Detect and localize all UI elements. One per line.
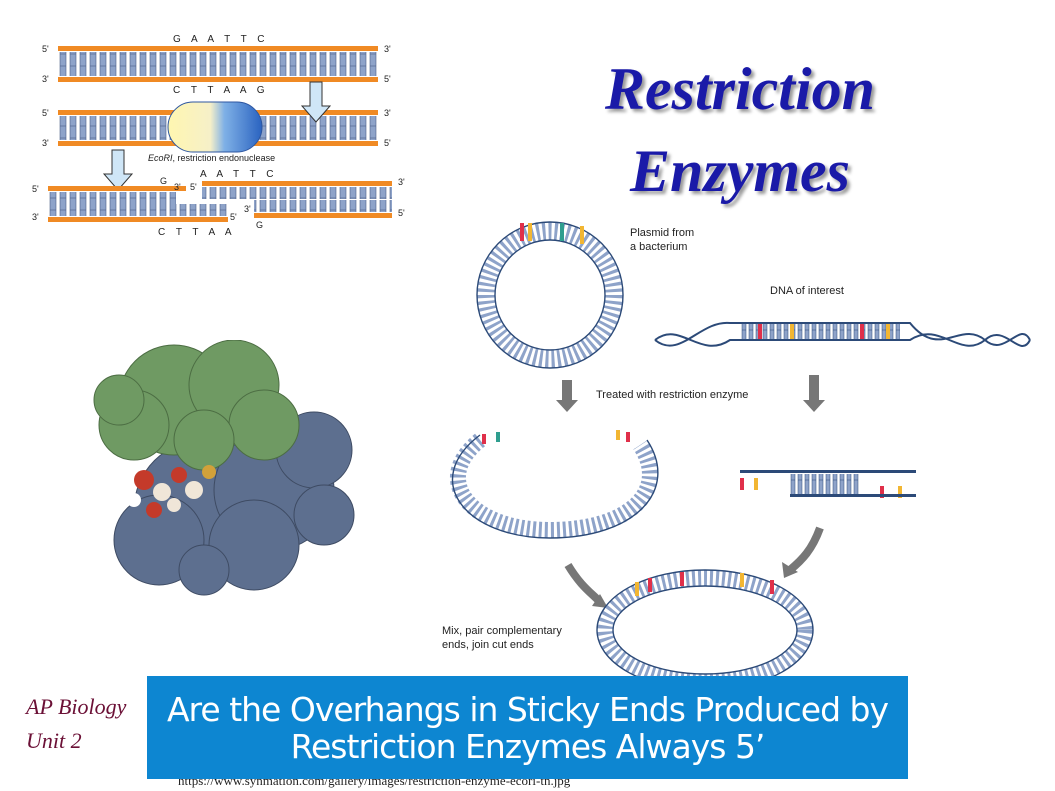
end-label: 3' xyxy=(174,182,181,192)
dna-strand xyxy=(58,46,378,51)
recombinant-plasmid-outline xyxy=(596,569,814,680)
end-label: 5' xyxy=(42,44,49,54)
end-label: 5' xyxy=(42,108,49,118)
restriction-site-mark xyxy=(528,223,532,241)
plasmid-outline xyxy=(494,239,606,351)
end-label: 5' xyxy=(190,182,197,192)
end-label: 3' xyxy=(384,108,391,118)
restriction-site-mark xyxy=(520,223,524,241)
dna-strand xyxy=(48,186,186,191)
insert-strand xyxy=(740,470,916,473)
bottom-sequence: C T T A A G xyxy=(173,85,269,96)
plasmid-outline xyxy=(476,221,624,369)
plasmid-label-line-1: Plasmid from xyxy=(630,227,694,239)
ecori-cut-diagram: G A A T T C 5' 3' 3' 5' C T T A A G 5' 3… xyxy=(32,34,405,238)
dna-base-pairs xyxy=(740,324,900,339)
sticky-end-mark xyxy=(880,486,884,498)
restriction-site-mark xyxy=(648,578,652,592)
course-label: AP Biology Unit 2 xyxy=(26,690,126,758)
sticky-end-mark xyxy=(482,434,486,444)
end-label: 3' xyxy=(398,177,405,187)
down-arrow-icon xyxy=(556,380,578,412)
title-line-1: Restriction xyxy=(604,56,876,122)
base-pairs xyxy=(48,204,228,216)
down-arrow-icon xyxy=(102,149,134,191)
restriction-site-mark xyxy=(580,226,584,244)
cut-top-right-sequence: A A T T C xyxy=(200,169,278,180)
dna-strand xyxy=(254,213,392,218)
dna-helix xyxy=(654,333,1031,347)
down-arrow-icon xyxy=(803,375,825,412)
cut-plasmid xyxy=(450,433,658,539)
base-pairs xyxy=(58,52,378,76)
cut-bottom-right-base: G xyxy=(256,220,263,230)
plasmid-label-line-2: a bacterium xyxy=(630,241,687,253)
sticky-end-mark xyxy=(496,432,500,442)
plasmid-ring xyxy=(477,222,623,368)
sticky-end-mark xyxy=(740,478,744,490)
end-label: 5' xyxy=(384,74,391,84)
plasmid-cloning-diagram: Plasmid from a bacterium DNA of interest… xyxy=(442,221,1031,680)
end-label: 5' xyxy=(384,138,391,148)
merge-arrow-icon xyxy=(564,562,601,603)
top-sequence: G A A T T C xyxy=(173,34,269,45)
slide-title: Restriction Enzymes xyxy=(560,48,920,212)
course-line-2: Unit 2 xyxy=(26,728,82,753)
insert-base-pairs xyxy=(790,474,860,494)
sticky-end-mark xyxy=(754,478,758,490)
recombinant-plasmid-outline xyxy=(612,585,798,675)
arrow-head-icon xyxy=(592,594,608,608)
restriction-site-mark xyxy=(770,580,774,594)
base-pairs xyxy=(254,200,392,212)
enzyme-label: EcoRI, restriction endonuclease xyxy=(148,153,275,163)
base-pairs xyxy=(202,187,392,199)
restriction-site-mark xyxy=(860,324,864,339)
sticky-end-mark xyxy=(898,486,902,498)
end-label: 3' xyxy=(384,44,391,54)
sticky-end-mark xyxy=(626,432,630,442)
end-label: 3' xyxy=(32,212,39,222)
arrow-head-icon xyxy=(782,562,798,578)
recombinant-plasmid xyxy=(597,570,813,680)
insert-strand xyxy=(790,494,916,497)
restriction-site-mark xyxy=(886,324,890,339)
question-banner: Are the Overhangs in Sticky Ends Produce… xyxy=(147,676,908,779)
restriction-site-mark xyxy=(740,573,744,587)
cut-bottom-left-sequence: C T T A A xyxy=(158,227,236,238)
restriction-site-mark xyxy=(635,582,639,596)
end-label: 3' xyxy=(244,204,251,214)
restriction-site-mark xyxy=(758,324,762,339)
end-label: 3' xyxy=(42,74,49,84)
end-label: 3' xyxy=(42,138,49,148)
merge-arrow-icon xyxy=(787,526,824,574)
treated-label: Treated with restriction enzyme xyxy=(596,389,748,401)
restriction-site-mark xyxy=(790,324,794,339)
restriction-site-mark xyxy=(560,223,564,241)
dna-of-interest-label: DNA of interest xyxy=(770,285,844,297)
title-line-2: Enzymes xyxy=(629,138,851,204)
ecori-enzyme-shape xyxy=(167,101,263,153)
end-label: 5' xyxy=(398,208,405,218)
course-line-1: AP Biology xyxy=(26,694,127,719)
sticky-end-mark xyxy=(616,430,620,440)
end-label: 5' xyxy=(32,184,39,194)
cut-plasmid-outline xyxy=(451,434,659,539)
dna-helix xyxy=(654,321,1031,347)
banner-line-2: Restriction Enzymes Always 5’ xyxy=(290,726,766,766)
dna-strand xyxy=(202,181,392,186)
restriction-site-mark xyxy=(680,572,684,586)
dna-strand xyxy=(48,217,228,222)
cut-top-left-base: G xyxy=(160,176,167,186)
mix-label-line-2: ends, join cut ends xyxy=(442,639,534,651)
banner-line-1: Are the Overhangs in Sticky Ends Produce… xyxy=(166,689,889,729)
mix-label-line-1: Mix, pair complementary xyxy=(442,625,562,637)
end-label: 5' xyxy=(230,212,237,222)
dna-strand xyxy=(58,77,378,82)
down-arrow-icon xyxy=(300,81,332,123)
base-pairs xyxy=(48,192,176,204)
ecori-protein-model xyxy=(93,340,355,596)
